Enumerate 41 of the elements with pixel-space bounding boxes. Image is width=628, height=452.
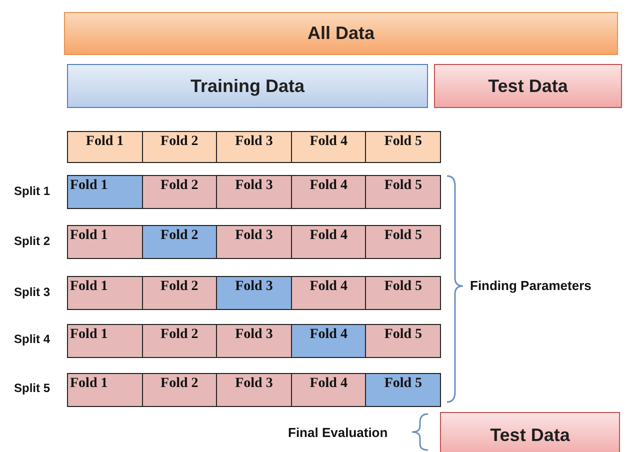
data-bar: Test Data xyxy=(440,412,620,452)
training-fold-cell: Fold 2 xyxy=(142,175,218,209)
training-fold-cell: Fold 2 xyxy=(142,373,218,407)
fold-cell: Fold 5 xyxy=(365,131,441,163)
fold-cell: Fold 1 xyxy=(67,131,143,163)
training-fold-cell: Fold 4 xyxy=(290,276,366,310)
training-fold-cell: Fold 3 xyxy=(216,225,292,259)
data-bar: Test Data xyxy=(434,64,622,108)
bracket-label: Finding Parameters xyxy=(470,278,592,293)
training-fold-cell: Fold 4 xyxy=(290,373,366,407)
training-fold-cell: Fold 1 xyxy=(67,373,143,407)
fold-cell: Fold 4 xyxy=(290,131,366,163)
training-fold-cell: Fold 4 xyxy=(290,225,366,259)
split-label: Split 2 xyxy=(14,234,50,248)
training-fold-cell: Fold 3 xyxy=(216,324,292,358)
split-label: Split 1 xyxy=(14,184,50,198)
validation-fold-cell: Fold 3 xyxy=(216,276,292,310)
training-fold-cell: Fold 1 xyxy=(67,276,143,310)
training-fold-cell: Fold 2 xyxy=(142,324,218,358)
split-label: Split 3 xyxy=(14,285,50,299)
validation-fold-cell: Fold 1 xyxy=(67,175,143,209)
data-bar: All Data xyxy=(64,12,618,55)
split-label: Split 5 xyxy=(14,381,50,395)
training-fold-cell: Fold 4 xyxy=(290,175,366,209)
validation-fold-cell: Fold 5 xyxy=(365,373,441,407)
bracket-label: Final Evaluation xyxy=(288,425,388,440)
training-fold-cell: Fold 2 xyxy=(142,276,218,310)
training-fold-cell: Fold 5 xyxy=(365,276,441,310)
validation-fold-cell: Fold 4 xyxy=(290,324,366,358)
training-fold-cell: Fold 5 xyxy=(365,225,441,259)
split-label: Split 4 xyxy=(14,332,50,346)
validation-fold-cell: Fold 2 xyxy=(142,225,218,259)
fold-cell: Fold 2 xyxy=(142,131,218,163)
training-fold-cell: Fold 3 xyxy=(216,175,292,209)
training-fold-cell: Fold 5 xyxy=(365,324,441,358)
training-fold-cell: Fold 1 xyxy=(67,324,143,358)
fold-cell: Fold 3 xyxy=(216,131,292,163)
training-fold-cell: Fold 3 xyxy=(216,373,292,407)
training-fold-cell: Fold 1 xyxy=(67,225,143,259)
training-fold-cell: Fold 5 xyxy=(365,175,441,209)
data-bar: Training Data xyxy=(67,64,428,108)
